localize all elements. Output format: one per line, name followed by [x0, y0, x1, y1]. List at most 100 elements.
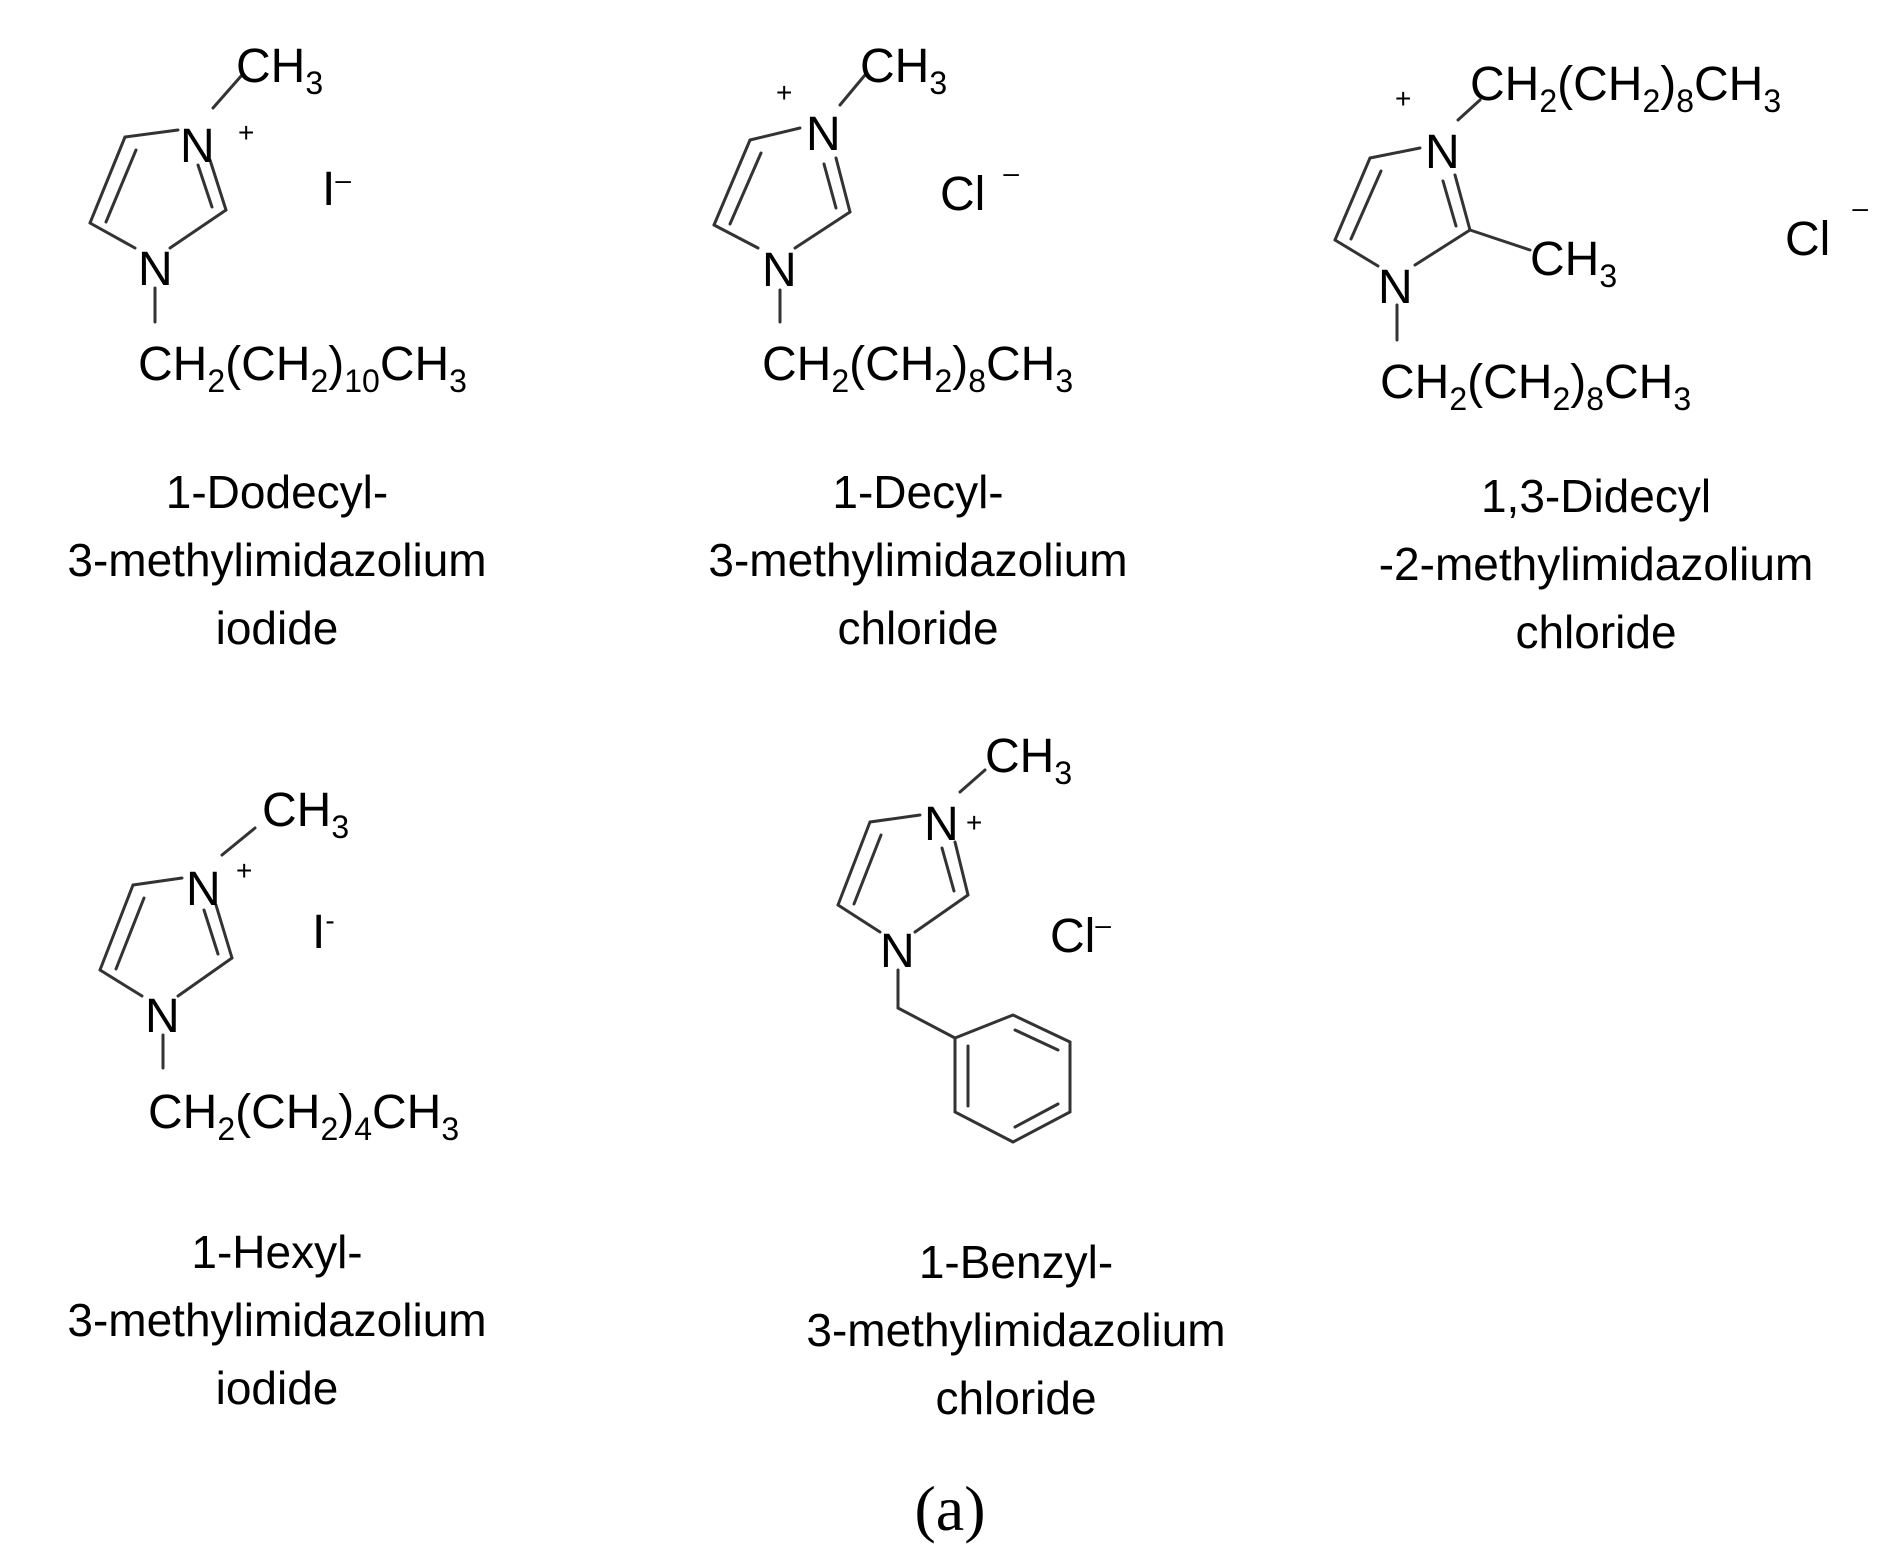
- name-line: chloride: [935, 1372, 1096, 1424]
- ring-bond: [1413, 228, 1472, 267]
- benzene-double-bond: [1013, 1102, 1060, 1129]
- compound-5-structure: N + N CH3 Cl–: [836, 730, 1111, 1144]
- ring-bond: [793, 210, 852, 250]
- nitrogen-n3: N: [924, 798, 959, 851]
- n1-alkyl-chain: CH2(CH2)10CH3: [138, 338, 467, 399]
- compound-4-structure: N + N CH3 CH2(CH2)4CH3 I-: [98, 784, 459, 1147]
- nitrogen-n1: N: [1378, 261, 1413, 314]
- benzene-ring: [953, 1013, 1072, 1144]
- compound-5-name: 1-Benzyl- 3-methylimidazolium chloride: [806, 1236, 1225, 1424]
- ring-bond: [712, 138, 752, 227]
- compound-1-name: 1-Dodecyl- 3-methylimidazolium iodide: [67, 466, 486, 654]
- ring-double-bond: [728, 151, 763, 226]
- n-methyl-bond: [211, 73, 244, 110]
- nitrogen-n1: N: [880, 925, 915, 978]
- n-methyl-bond: [220, 826, 257, 857]
- ring-bond: [1333, 238, 1380, 268]
- ring-bond: [836, 903, 882, 934]
- positive-charge: +: [1395, 83, 1411, 114]
- name-line: 1-Hexyl-: [191, 1226, 362, 1278]
- name-line: 3-methylimidazolium: [806, 1304, 1225, 1356]
- compound-1-structure: N + N CH3 CH2(CH2)10CH3 I–: [88, 40, 467, 399]
- panel-label: (a): [914, 1473, 985, 1544]
- ring-double-bond: [940, 846, 956, 893]
- ring-double-bond: [852, 833, 883, 906]
- n-chain-bond: [1456, 98, 1482, 122]
- compound-2-structure: N + N CH3 CH2(CH2)8CH3 Cl–: [712, 40, 1073, 399]
- ring-bond: [98, 883, 135, 972]
- name-line: chloride: [1515, 606, 1676, 658]
- ring-double-bond: [1349, 169, 1383, 241]
- c2-methyl-group: CH3: [1530, 233, 1617, 294]
- name-line: 3-methylimidazolium: [708, 534, 1127, 586]
- n3-alkyl-chain: CH2(CH2)8CH3: [1470, 58, 1781, 119]
- positive-charge: +: [238, 117, 254, 148]
- ring-double-bond: [104, 148, 138, 224]
- ring-bond: [176, 956, 234, 998]
- ring-bond: [88, 135, 127, 225]
- compound-3-name: 1,3-Didecyl -2-methylimidazolium chlorid…: [1379, 470, 1814, 658]
- ring-bond: [868, 813, 922, 824]
- ring-bond: [834, 156, 852, 214]
- n1-alkyl-chain: CH2(CH2)4CH3: [148, 1086, 459, 1147]
- ring-bond: [1368, 146, 1422, 160]
- ring-double-bond: [114, 896, 146, 971]
- methyl-group: CH3: [236, 40, 323, 101]
- nitrogen-n1: N: [138, 243, 173, 296]
- positive-charge: +: [236, 855, 252, 886]
- ring-double-bond: [822, 162, 838, 210]
- ring-bond: [953, 840, 970, 897]
- name-line: 3-methylimidazolium: [67, 534, 486, 586]
- ring-bond: [123, 128, 180, 139]
- anion: I-: [312, 905, 335, 959]
- ring-bond: [88, 221, 137, 250]
- ring-bond: [131, 876, 184, 887]
- name-line: -2-methylimidazolium: [1379, 538, 1814, 590]
- n1-alkyl-chain: CH2(CH2)8CH3: [1380, 356, 1691, 417]
- n1-alkyl-chain: CH2(CH2)8CH3: [762, 338, 1073, 399]
- name-line: 1-Benzyl-: [919, 1236, 1113, 1288]
- methyl-group: CH3: [860, 40, 947, 101]
- benzene-double-bond: [1013, 1028, 1060, 1052]
- name-line: 1-Decyl-: [832, 466, 1003, 518]
- ring-double-bond: [1441, 179, 1458, 228]
- name-line: 3-methylimidazolium: [67, 1294, 486, 1346]
- ring-bond: [208, 158, 228, 212]
- name-line: iodide: [216, 1362, 339, 1414]
- name-line: chloride: [837, 602, 998, 654]
- anion: Cl–: [1050, 909, 1111, 963]
- name-line: 1-Dodecyl-: [166, 466, 388, 518]
- anion: I–: [322, 163, 351, 216]
- ring-bond: [712, 223, 760, 250]
- compound-3-structure: N + N CH2(CH2)8CH3 CH3 CH2(CH2)8CH3 Cl–: [1333, 58, 1868, 417]
- nitrogen-n3: N: [180, 120, 215, 173]
- ring-bond: [913, 893, 970, 934]
- ring-bond: [214, 903, 234, 960]
- ring-bond: [98, 968, 144, 998]
- compound-2-name: 1-Decyl- 3-methylimidazolium chloride: [708, 466, 1127, 654]
- methyl-group: CH3: [985, 730, 1072, 791]
- ring-bond: [836, 820, 872, 907]
- name-line: iodide: [216, 602, 339, 654]
- nitrogen-n1: N: [145, 990, 180, 1043]
- ring-bond: [748, 126, 802, 142]
- n-methyl-bond: [838, 73, 867, 107]
- c2-methyl-bond: [1468, 228, 1532, 252]
- ring-bond: [1453, 173, 1472, 232]
- positive-charge: +: [776, 77, 792, 108]
- anion: Cl–: [940, 157, 1019, 221]
- ring-bond: [1333, 156, 1372, 242]
- nitrogen-n3: N: [1425, 126, 1460, 179]
- name-line: 1,3-Didecyl: [1481, 470, 1711, 522]
- n-methyl-bond: [958, 768, 987, 794]
- methyl-group: CH3: [262, 784, 349, 845]
- nitrogen-n3: N: [806, 108, 841, 161]
- nitrogen-n3: N: [186, 863, 221, 916]
- ring-bond: [168, 208, 228, 250]
- compound-4-name: 1-Hexyl- 3-methylimidazolium iodide: [67, 1226, 486, 1414]
- ring-double-bond: [202, 908, 220, 956]
- anion: Cl–: [1785, 192, 1868, 266]
- positive-charge: +: [966, 807, 982, 838]
- ring-double-bond: [196, 163, 214, 209]
